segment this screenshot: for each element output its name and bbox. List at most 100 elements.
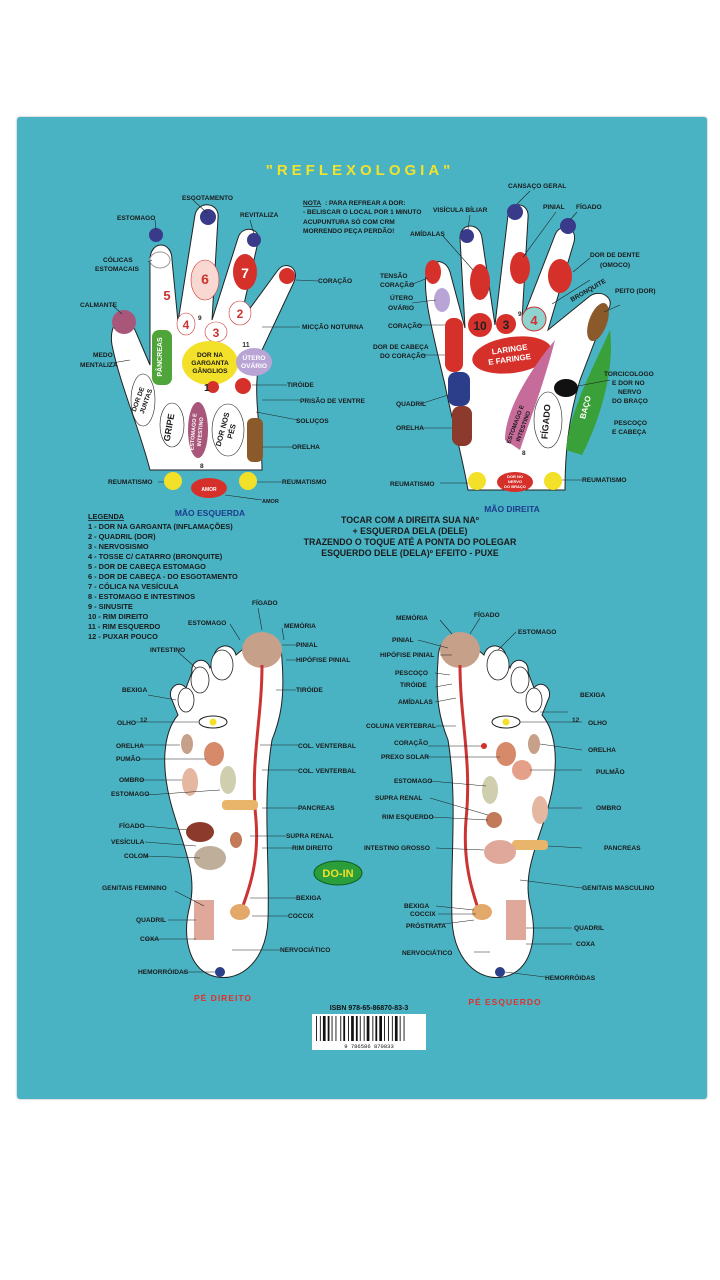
left-foot-label-plexo: PREXO SOLAR xyxy=(381,754,429,761)
right-foot-label-genitais: GENITAIS FEMININO xyxy=(102,885,167,892)
left-foot-toe-4 xyxy=(510,666,530,694)
legend-item-12: 12 - PUXAR POUCO xyxy=(88,632,158,641)
left-num-2: 2 xyxy=(237,307,244,321)
left-label-utero-1: ÚTERO xyxy=(242,353,265,362)
left-zone-gripe xyxy=(159,402,185,448)
barcode-bar xyxy=(391,1016,393,1041)
left-label-amor-1: AMOR xyxy=(201,487,217,493)
barcode-bar xyxy=(327,1016,330,1041)
left-foot-toe-3 xyxy=(486,649,510,681)
left-foot-label-coxa: COXA xyxy=(576,941,595,948)
right-label-cansaco: CANSAÇO GERAL xyxy=(508,183,566,190)
right-zone-reumatismo-r xyxy=(544,472,562,490)
left-foot-bladder xyxy=(472,904,492,920)
right-label-cabeca-1: DOR DE CABEÇA xyxy=(373,344,429,351)
left-label-estomago: ESTOMAGO xyxy=(117,215,155,222)
right-zone-4 xyxy=(521,306,547,332)
left-foot-pancreas xyxy=(512,840,548,850)
right-label-coracao: CORAÇÃO xyxy=(388,321,422,330)
right-foot-label-pinial: PINIAL xyxy=(296,642,318,649)
left-foot-label-12: 12 xyxy=(572,717,580,724)
right-label-figado: FÍGADO xyxy=(576,202,602,211)
left-label-estint-2: INTESTINO xyxy=(197,416,206,446)
poster-title: "REFLEXOLOGIA" xyxy=(266,162,455,179)
left-dot-colicas xyxy=(149,251,171,269)
left-label-medo-1: MEDO xyxy=(93,352,113,359)
isbn-text: ISBN 978-65-86870-83-3 xyxy=(330,1005,409,1012)
left-label-coracao: CORAÇÃO xyxy=(318,276,352,285)
left-hand-caption: MÃO ESQUERDA xyxy=(175,508,245,518)
left-foot-kidney xyxy=(486,812,502,828)
left-label-tiroide: TIRÓIDE xyxy=(287,380,314,389)
left-zone-reumatismo-l xyxy=(164,472,182,490)
right-label-reumatismo-l: REUMATISMO xyxy=(390,481,435,488)
left-num-7: 7 xyxy=(241,265,249,281)
left-foot-hemorroidas-dot xyxy=(495,967,505,977)
right-hand-diagram: 10 3 4 9 LARINGE E FARINGE ESTOMAGO E IN… xyxy=(373,183,656,514)
left-zone-7 xyxy=(233,254,257,290)
left-dot-estomago xyxy=(149,228,163,242)
right-foot-lung xyxy=(204,742,224,766)
legend-item-7: 7 - CÓLICA NA VESÍCULA xyxy=(88,582,179,591)
barcode-bar xyxy=(351,1016,354,1041)
left-foot-caption: PÉ ESQUERDO xyxy=(468,997,541,1007)
legend-item-4: 4 - TOSSE C/ CATARRO (BRONQUITE) xyxy=(88,552,223,561)
right-foot-colon xyxy=(194,846,226,870)
right-foot-label-coxa: COXA xyxy=(140,936,159,943)
right-foot-label-suprarenal: SUPRA RENAL xyxy=(286,833,333,840)
barcode-bar xyxy=(340,1016,342,1041)
right-foot-label-estomago: ESTOMAGO xyxy=(188,620,226,627)
right-zone-laringe xyxy=(472,336,552,374)
barcode-bar xyxy=(384,1016,385,1041)
right-foot-label-bexiga-2: BEXIGA xyxy=(296,895,322,902)
left-zone-amor xyxy=(191,478,227,498)
note-block: NOTA : PARA REFREAR A DOR: - BELISCAR O … xyxy=(303,200,421,235)
right-foot-label-figado: FÍGADO xyxy=(252,598,278,607)
left-label-solucos: SOLUÇOS xyxy=(296,418,329,425)
right-dot-visicula xyxy=(460,229,474,243)
legend-item-10: 10 - RIM DIREITO xyxy=(88,612,148,621)
right-label-pescoco-2: E CABEÇA xyxy=(612,429,647,436)
right-foot-label-memoria: MEMÓRIA xyxy=(284,621,316,630)
right-label-visicula: VISÍCULA BÍLIAR xyxy=(433,205,488,214)
right-zone-amidalas xyxy=(470,264,490,300)
left-foot-label-figado: FÍGADO xyxy=(474,610,500,619)
legend-item-2: 2 - QUADRIL (DOR) xyxy=(88,532,156,541)
left-zone-utero xyxy=(236,348,272,376)
barcode xyxy=(316,1016,405,1041)
right-foot-toe-4 xyxy=(190,666,210,694)
left-foot-heart xyxy=(496,742,516,766)
right-label-dordente-2: (OMOCO) xyxy=(600,262,630,269)
left-zone-juntas xyxy=(130,373,156,427)
left-foot-label-genitais: GENITAIS MASCULINO xyxy=(582,885,654,892)
right-foot-ear xyxy=(181,734,193,754)
right-foot-liver xyxy=(186,822,214,842)
left-label-prisao: PRISÃO DE VENTRE xyxy=(300,396,365,405)
right-label-pinial: PINIAL xyxy=(543,204,565,211)
legend-item-9: 9 - SINUSITE xyxy=(88,602,133,611)
left-label-orelha: ORELHA xyxy=(292,444,320,451)
left-foot-label-memoria: MEMÓRIA xyxy=(396,613,428,622)
left-foot-label-pinial: PINIAL xyxy=(392,637,414,644)
right-foot-pancreas xyxy=(222,800,258,810)
left-zone-garganta xyxy=(182,341,238,385)
barcode-bar xyxy=(375,1016,378,1041)
right-foot-label-ombro: OMBRO xyxy=(119,777,144,784)
left-label-pancreas: PÂNCREAS xyxy=(155,337,164,377)
left-foot-label-olho: OLHO xyxy=(588,720,607,727)
right-foot-hemorroidas-dot xyxy=(215,967,225,977)
left-foot-label-hemorroidas: HEMORRÓIDAS xyxy=(545,973,596,982)
left-zone-pancreas xyxy=(152,330,172,385)
right-zone-figado xyxy=(533,391,563,449)
right-num-9: 9 xyxy=(518,311,522,318)
right-label-utero-1: ÚTERO xyxy=(390,293,413,302)
left-foot-ear xyxy=(528,734,540,754)
right-label-pescoco-1: PESCOÇO xyxy=(614,420,647,427)
right-zone-dordente xyxy=(548,259,572,293)
poster-board xyxy=(17,117,707,1099)
left-num-5: 5 xyxy=(163,288,170,303)
left-label-esgotamento: ESGOTAMENTO xyxy=(182,195,233,202)
right-foot-hip xyxy=(194,900,214,940)
left-foot-intestine xyxy=(484,840,516,864)
